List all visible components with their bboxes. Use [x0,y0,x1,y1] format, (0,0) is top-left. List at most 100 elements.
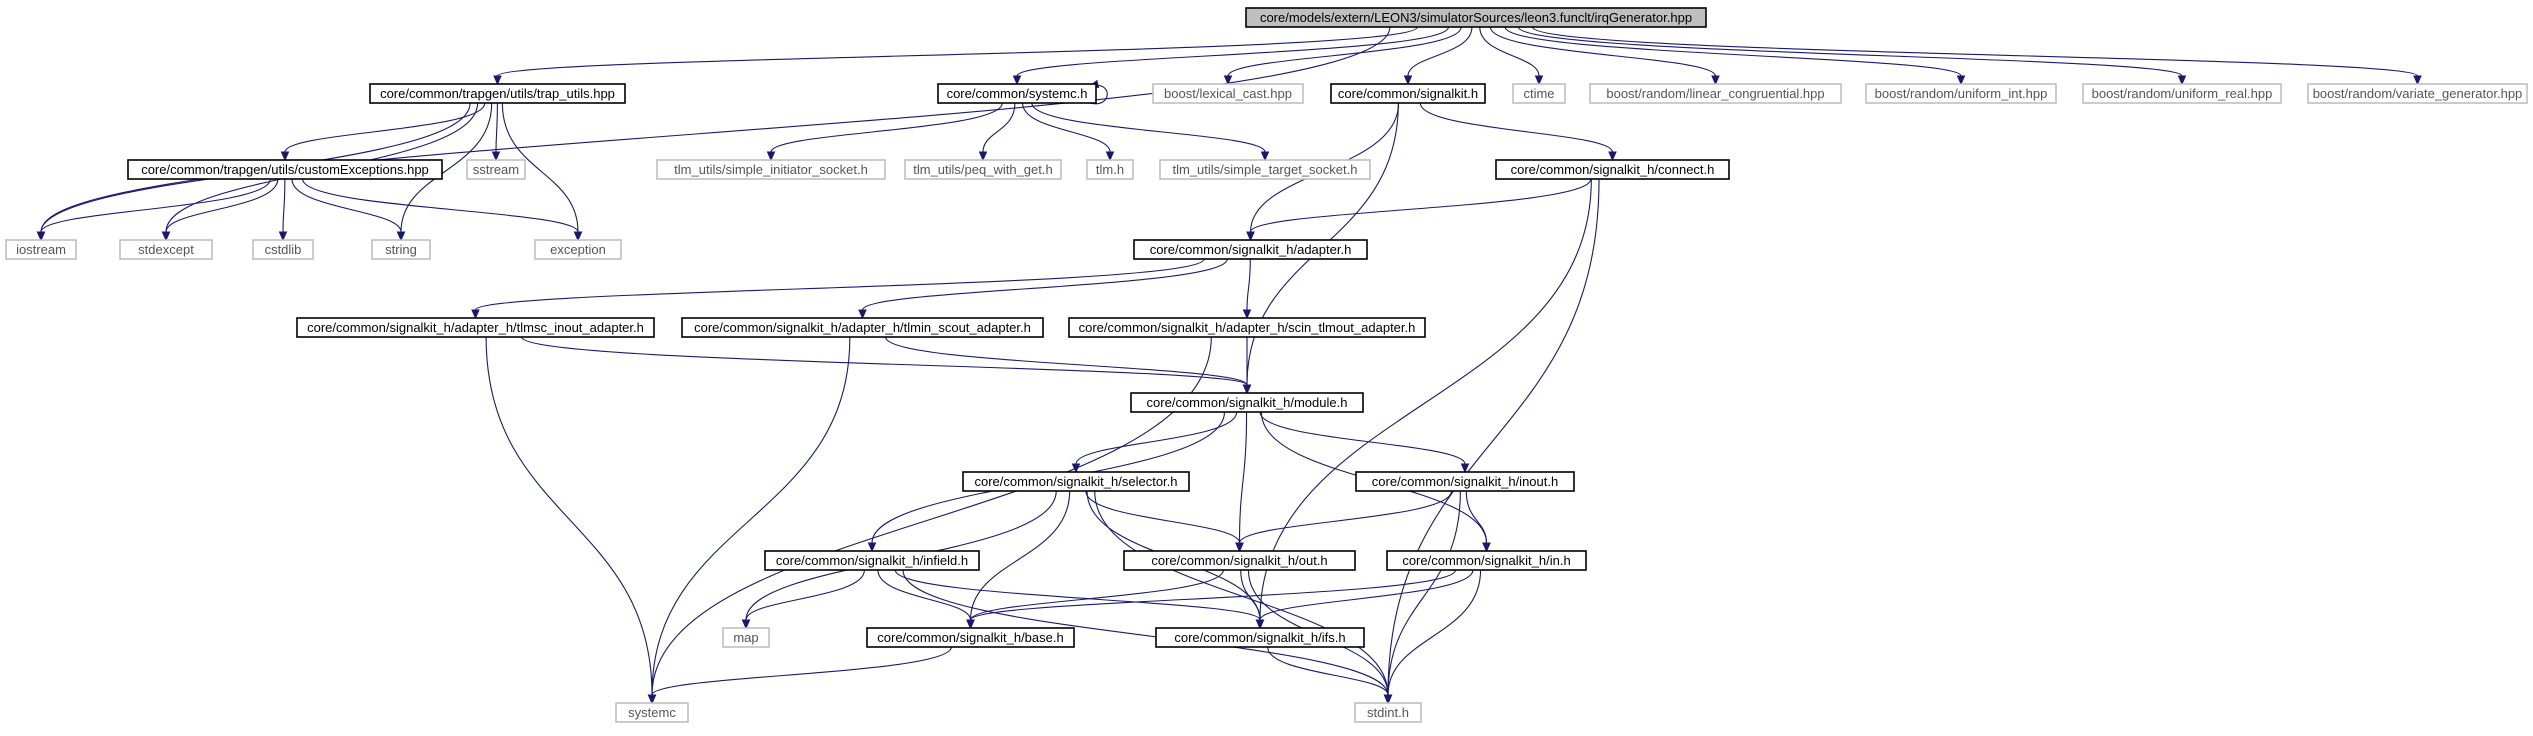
edge-infield-to-map [745,569,865,621]
edge-cexc-to-stdexcept [165,178,279,233]
node-adapter[interactable]: core/common/signalkit_h/adapter.h [1133,239,1368,260]
node-stdint: stdint.h [1354,702,1422,723]
edge-root-to-ctime [1479,26,1540,77]
node-cexc-label: core/common/trapgen/utils/customExceptio… [141,162,429,177]
node-trap-box [369,83,626,104]
edge-in-to-ifs [1259,569,1474,621]
edge-tlmin-to-systemc [651,336,851,696]
node-systemc-box [615,702,689,723]
edge-root-to-skit [1407,26,1473,77]
node-infield-label: core/common/signalkit_h/infield.h [776,553,968,568]
arrowhead-in-to-ifs [1255,619,1265,630]
node-in-box [1386,550,1587,571]
node-stdint-box [1354,702,1422,723]
node-cexc[interactable]: core/common/trapgen/utils/customExceptio… [127,159,443,180]
arrowhead-module-to-inout [1460,463,1470,474]
node-lincong: boost/random/linear_congruential.hpp [1589,83,1842,104]
node-out[interactable]: core/common/signalkit_h/out.h [1123,550,1356,571]
arrowhead-root-to-sysc_h [1012,75,1022,86]
node-module[interactable]: core/common/signalkit_h/module.h [1130,392,1364,413]
edge-root-to-trap [496,26,1418,77]
node-ctime-box [1512,83,1566,104]
node-uint-box [1865,83,2057,104]
node-selector-label: core/common/signalkit_h/selector.h [974,474,1177,489]
node-tlmsc[interactable]: core/common/signalkit_h/adapter_h/tlmsc_… [296,317,655,338]
edge-in-to-stdint [1387,569,1482,696]
arrowhead-cexc-to-cstdlib [278,231,288,242]
node-connect-box [1495,159,1730,180]
node-exception-label: exception [550,242,606,257]
node-inout-box [1355,471,1575,492]
edge-root-to-lexcast [1227,26,1462,77]
edge-module-to-inout [1259,411,1466,465]
node-systemc: systemc [615,702,689,723]
node-tlmsc-label: core/common/signalkit_h/adapter_h/tlmsc_… [307,320,644,335]
node-tlminit: tlm_utils/simple_initiator_socket.h [656,159,886,180]
node-vargen: boost/random/variate_generator.hpp [2307,83,2528,104]
arrowhead-skit-to-connect [1608,151,1617,162]
edge-sysc_h-to-tlm [1022,102,1111,153]
node-scin[interactable]: core/common/signalkit_h/adapter_h/scin_t… [1068,317,1426,338]
arrowhead-root-to-trap [493,75,502,86]
edge-module-to-out [1238,411,1248,544]
node-root[interactable]: core/models/extern/LEON3/simulatorSource… [1245,7,1707,28]
node-base[interactable]: core/common/signalkit_h/base.h [866,627,1075,648]
edge-root-to-vargen [1531,26,2419,77]
node-module-label: core/common/signalkit_h/module.h [1147,395,1348,410]
node-tlmtgt-label: tlm_utils/simple_target_socket.h [1173,162,1358,177]
edge-trap-to-string [400,102,493,233]
arrowhead-root-to-ctime [1534,75,1544,86]
node-connect[interactable]: core/common/signalkit_h/connect.h [1495,159,1730,180]
node-sysc_h[interactable]: core/common/systemc.h [937,83,1097,104]
node-in[interactable]: core/common/signalkit_h/in.h [1386,550,1587,571]
node-sysc_h-label: core/common/systemc.h [947,86,1088,101]
node-vargen-label: boost/random/variate_generator.hpp [2313,86,2523,101]
arrowhead-cexc-to-string [396,231,406,242]
arrowhead-root-to-skit [1403,75,1413,86]
node-uint: boost/random/uniform_int.hpp [1865,83,2057,104]
edge-adapter-to-scin [1246,258,1251,311]
node-base-label: core/common/signalkit_h/base.h [877,630,1063,645]
node-tlmin[interactable]: core/common/signalkit_h/adapter_h/tlmin_… [681,317,1044,338]
node-sstream-label: sstream [473,162,519,177]
node-vargen-box [2307,83,2528,104]
node-skit[interactable]: core/common/signalkit.h [1330,83,1486,104]
node-trap[interactable]: core/common/trapgen/utils/trap_utils.hpp [369,83,626,104]
node-infield[interactable]: core/common/signalkit_h/infield.h [764,550,980,571]
node-tlmin-label: core/common/signalkit_h/adapter_h/tlmin_… [694,320,1031,335]
arrowhead-sysc_h-to-tlminit [766,151,776,162]
edge-ifs-to-stdint [1267,646,1389,696]
edge-connect-to-ifs [1259,178,1592,621]
node-ifs[interactable]: core/common/signalkit_h/ifs.h [1155,627,1365,648]
node-stdexcept-box [119,239,213,260]
node-selector[interactable]: core/common/signalkit_h/selector.h [962,471,1190,492]
node-ureal: boost/random/uniform_real.hpp [2082,83,2282,104]
node-out-box [1123,550,1356,571]
arrowhead-scin-to-module [1242,384,1252,395]
node-lexcast-label: boost/lexical_cast.hpp [1164,86,1292,101]
edge-infield-to-stdint [902,569,1389,696]
node-exception-box [534,239,622,260]
node-map: map [722,627,770,648]
node-selector-box [962,471,1190,492]
arrowhead-adapter-to-scin [1242,309,1252,320]
edge-adapter-to-tlmin [861,258,1228,311]
edge-inout-to-stdint [1387,490,1461,696]
node-lincong-label: boost/random/linear_congruential.hpp [1606,86,1824,101]
edge-out-to-base [969,569,1224,621]
edge-cexc-to-iostream [40,178,271,233]
node-tlm-label: tlm.h [1096,162,1124,177]
node-in-label: core/common/signalkit_h/in.h [1402,553,1570,568]
node-sysc_h-box [937,83,1097,104]
node-peq-box [904,159,1062,180]
node-ctime: ctime [1512,83,1566,104]
edge-cexc-to-cstdlib [282,178,286,233]
arrowhead-adapter-to-tlmsc [471,309,480,320]
node-cexc-box [127,159,443,180]
arrowhead-sysc_h-to-tlmtgt [1260,151,1270,162]
node-string-box [371,239,431,260]
node-inout-label: core/common/signalkit_h/inout.h [1372,474,1558,489]
edge-skit-to-connect [1419,102,1614,153]
node-inout[interactable]: core/common/signalkit_h/inout.h [1355,471,1575,492]
edge-trap-to-sstream [495,102,498,153]
